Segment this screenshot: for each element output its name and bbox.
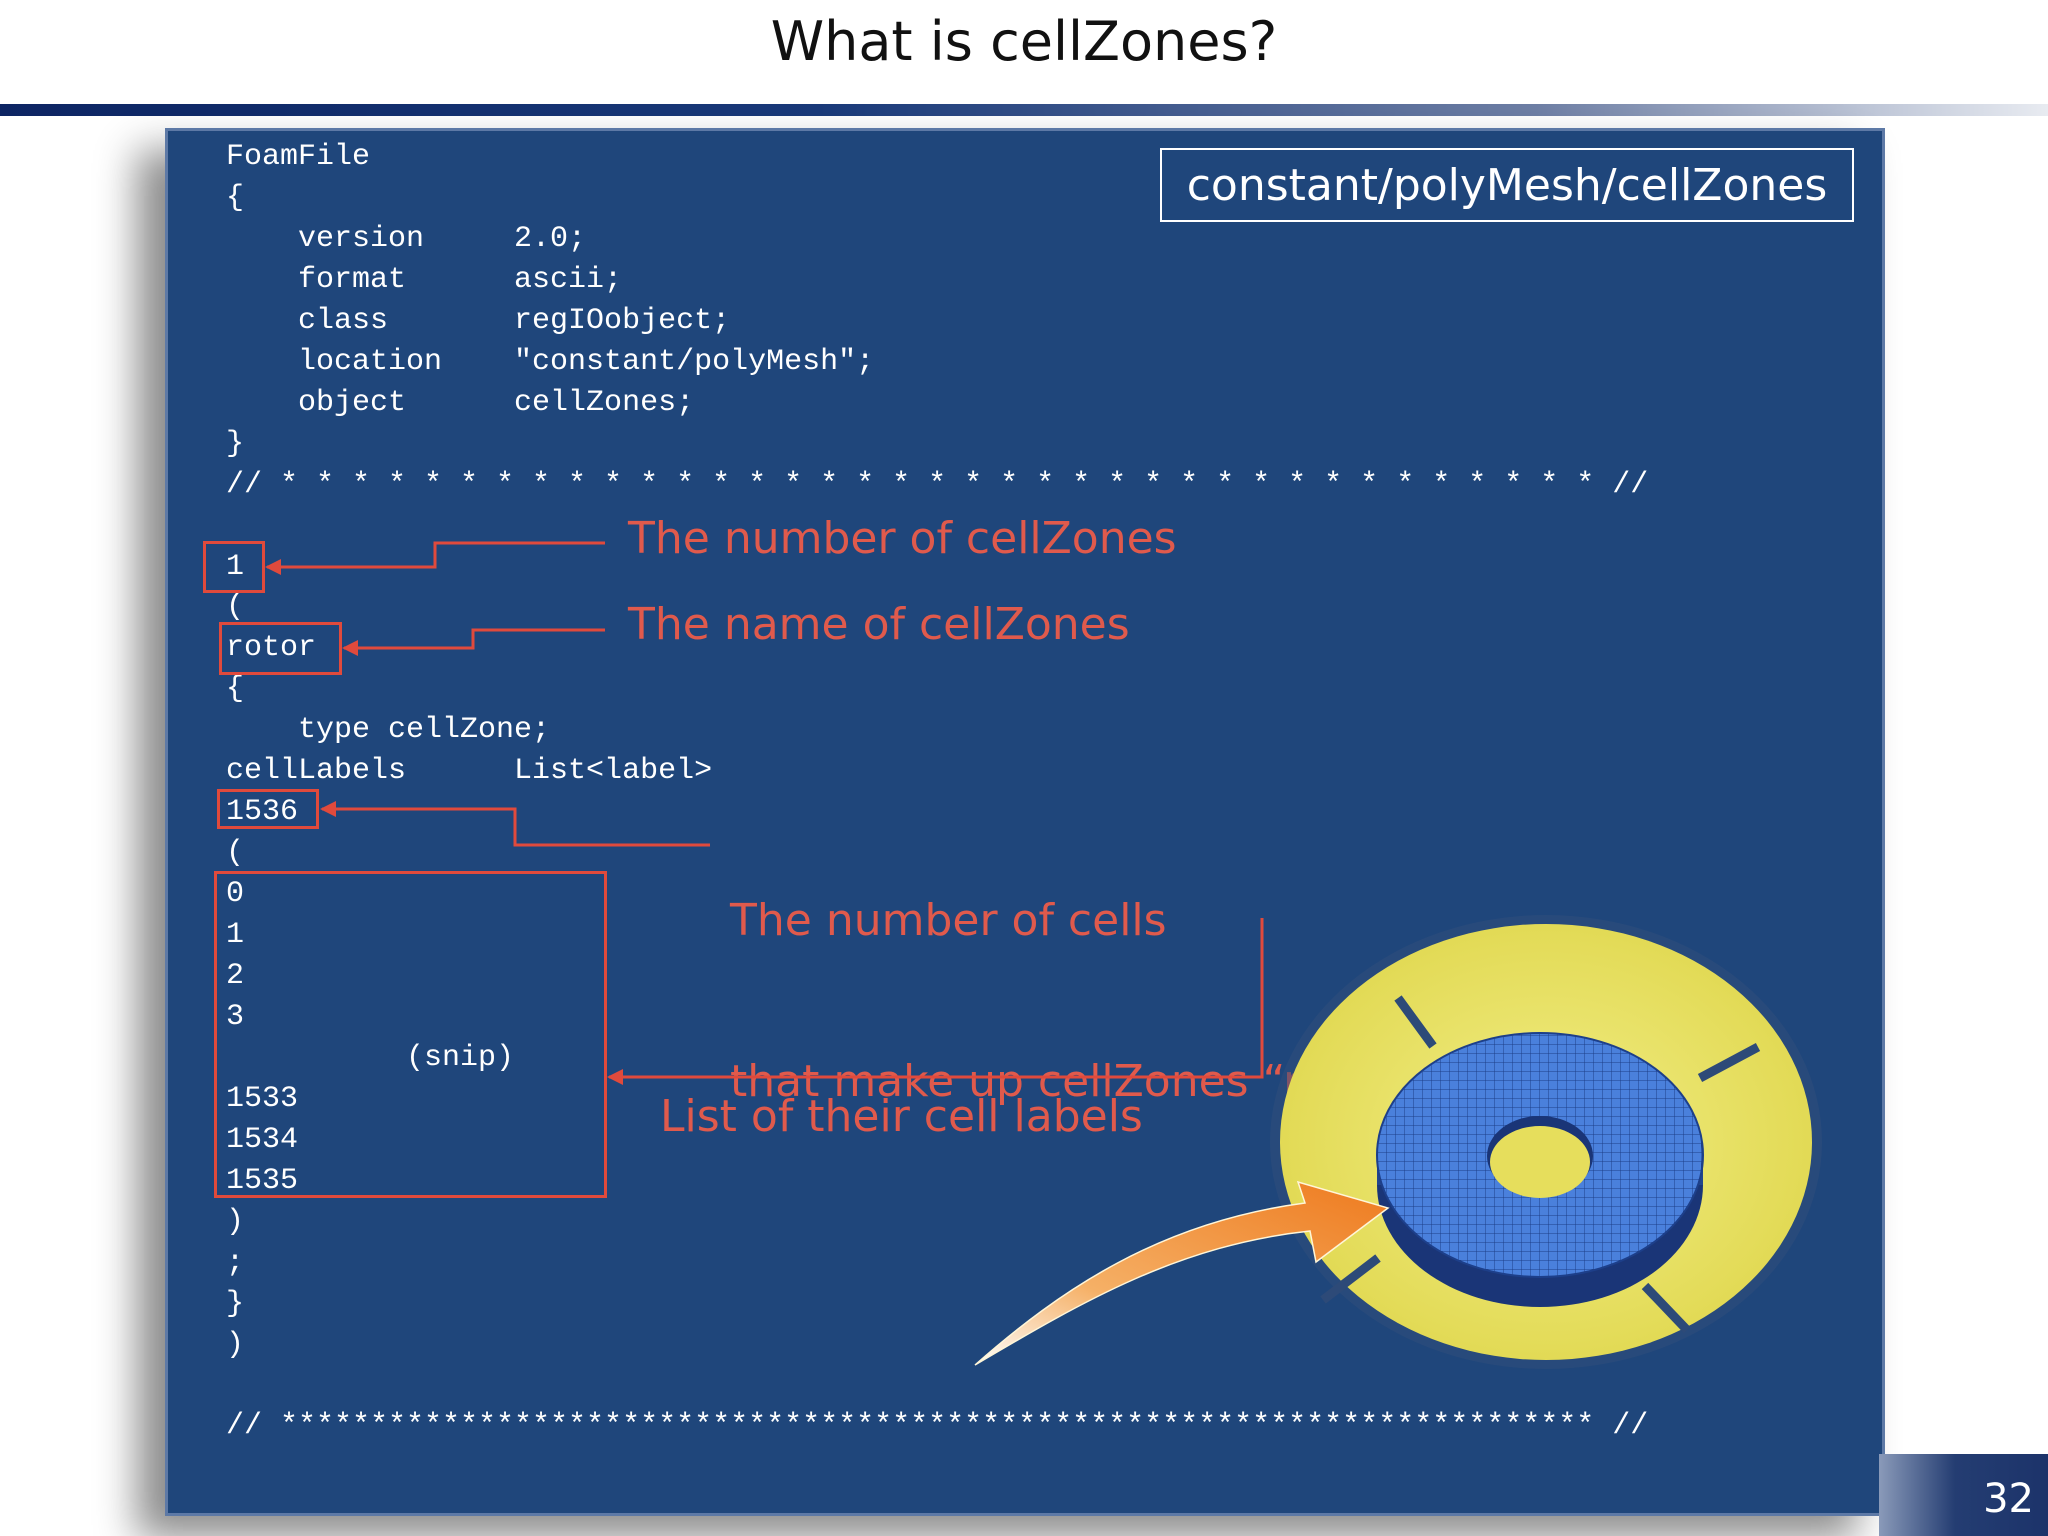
code-line: FoamFile [226, 140, 371, 174]
code-line: ( [226, 836, 245, 871]
code-line: // *************************************… [226, 1409, 1649, 1444]
page-number: 32 [1983, 1476, 2034, 1522]
code-line: } [226, 426, 245, 461]
code-line: 1 [226, 918, 245, 953]
annotation-name: The name of cellZones [628, 599, 1130, 650]
code-line: 2 [226, 959, 245, 993]
slide-title: What is cellZones? [770, 10, 1278, 73]
code-line: 1 [226, 549, 245, 584]
code-line: version 2.0; [226, 221, 587, 256]
code-line: 0 [226, 877, 245, 912]
rotor-mesh-illustration [1270, 915, 1822, 1369]
annotation-count: The number of cellZones [628, 513, 1177, 564]
code-line: ; [226, 1245, 245, 1280]
code-line: 1535 [226, 1163, 299, 1198]
highlight-name-box [219, 622, 342, 675]
file-path-label: constant/polyMesh/cellZones [1160, 148, 1854, 222]
arrowhead-cell-list [607, 1069, 623, 1085]
code-line: format ascii; [226, 262, 623, 297]
highlight-count-box [203, 541, 265, 593]
connector-count [267, 541, 605, 569]
code-line: ) [226, 1204, 245, 1239]
orange-arrow-icon [974, 1180, 1390, 1366]
code-line: object cellZones; [226, 385, 695, 420]
arrowhead-count [265, 559, 281, 575]
annotation-cell-list: List of their cell labels [660, 1091, 1143, 1142]
arrowhead-name [342, 640, 358, 656]
code-line: { [226, 180, 245, 215]
code-line: 1536 [226, 795, 299, 830]
page-number-background [1879, 1454, 2048, 1536]
code-line: rotor [226, 631, 317, 666]
code-line: } [226, 1286, 245, 1321]
connector-cell-list [609, 918, 1264, 1079]
code-line: 3 [226, 999, 245, 1034]
code-line: cellLabels List<label> [226, 754, 713, 789]
highlight-cell-list-box [214, 871, 607, 1198]
code-line: ( [226, 590, 245, 625]
code-line: 1533 [226, 1081, 299, 1116]
highlight-cells-count-box [217, 789, 319, 829]
code-line: (snip) [226, 1040, 515, 1075]
connector-name [344, 628, 605, 650]
title-rule [0, 104, 2048, 116]
annotation-cells-count-line1: The number of cells [730, 895, 1167, 947]
code-line: class regIOobject; [226, 303, 731, 338]
code-line: location "constant/polyMesh"; [226, 344, 875, 379]
connector-cells-count [322, 807, 710, 847]
code-line: { [226, 672, 245, 707]
code-line: // * * * * * * * * * * * * * * * * * * *… [226, 467, 1649, 502]
code-line: ) [226, 1327, 245, 1362]
code-line: 1534 [226, 1122, 299, 1157]
code-line: type cellZone; [226, 713, 551, 748]
arrowhead-cells-count [320, 801, 336, 817]
